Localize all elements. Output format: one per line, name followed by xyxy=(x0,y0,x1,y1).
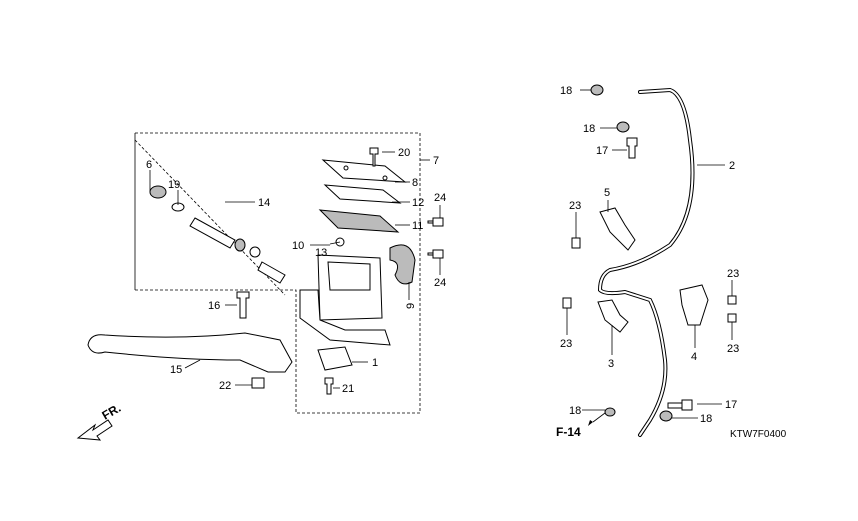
callout-16: 16 xyxy=(208,300,220,312)
callout-17a: 17 xyxy=(596,145,608,157)
callout-19: 19 xyxy=(168,179,180,191)
clamp-3 xyxy=(597,299,629,333)
assembly-boundary-7 xyxy=(134,132,421,414)
callout-4: 4 xyxy=(691,351,697,363)
callout-24b: 24 xyxy=(434,277,446,289)
callout-20: 20 xyxy=(398,147,410,159)
piston-set-14 xyxy=(149,185,286,284)
bolt-23a xyxy=(571,237,581,249)
master-cylinder-body xyxy=(299,254,391,346)
callout-7: 7 xyxy=(433,155,439,167)
callout-10: 10 xyxy=(292,240,304,252)
washers-and-bolts xyxy=(590,84,693,422)
callout-23d: 23 xyxy=(727,343,739,355)
diagram-code: KTW7F0400 xyxy=(730,429,787,440)
callout-5: 5 xyxy=(604,187,610,199)
callout-18b: 18 xyxy=(583,123,595,135)
bolt-23d xyxy=(727,313,737,323)
bolt-24-upper xyxy=(427,217,444,227)
screw-21 xyxy=(324,377,334,395)
brake-lever-15 xyxy=(87,332,293,373)
callout-9: 9 xyxy=(405,303,417,309)
callout-13: 13 xyxy=(315,247,327,259)
callout-18d: 18 xyxy=(700,413,712,425)
plate-12 xyxy=(323,184,402,204)
callout-23b: 23 xyxy=(560,338,572,350)
callout-2: 2 xyxy=(729,160,735,172)
pivot-bolt-16 xyxy=(236,291,250,319)
callout-6: 6 xyxy=(146,159,152,171)
callout-1: 1 xyxy=(372,357,378,369)
front-direction-arrow: FR. xyxy=(76,401,124,441)
brake-hose-2 xyxy=(597,87,695,437)
callout-18a: 18 xyxy=(560,85,572,97)
reservoir-cap-8 xyxy=(321,159,407,183)
callout-23a: 23 xyxy=(569,200,581,212)
reference-f14[interactable]: F-14 xyxy=(556,425,581,439)
callout-11: 11 xyxy=(412,220,423,232)
callout-22: 22 xyxy=(219,380,231,392)
subgroup-boundary-14 xyxy=(134,139,286,296)
boot-9 xyxy=(389,244,416,285)
callout-18c: 18 xyxy=(569,405,581,417)
callout-24a: 24 xyxy=(434,192,446,204)
bracket-4 xyxy=(679,284,709,326)
reference-arrow-icon xyxy=(588,420,593,426)
screw-20 xyxy=(369,147,379,167)
clamp-5 xyxy=(599,207,636,251)
callout-12: 12 xyxy=(412,197,424,209)
callout-23c: 23 xyxy=(727,268,739,280)
bolt-24-lower xyxy=(427,249,444,259)
callout-17b: 17 xyxy=(725,399,737,411)
diaphragm-11 xyxy=(318,209,400,233)
bolt-23b xyxy=(562,297,572,309)
callout-8: 8 xyxy=(412,177,418,189)
nut-22 xyxy=(251,377,265,389)
leader-lines xyxy=(149,89,733,423)
front-direction-label: FR. xyxy=(100,401,124,423)
callout-14: 14 xyxy=(258,197,270,209)
switch-1 xyxy=(317,346,353,371)
callout-3: 3 xyxy=(608,358,614,370)
callout-21: 21 xyxy=(342,383,354,395)
callout-15: 15 xyxy=(170,364,182,376)
bolt-23c xyxy=(727,295,737,305)
